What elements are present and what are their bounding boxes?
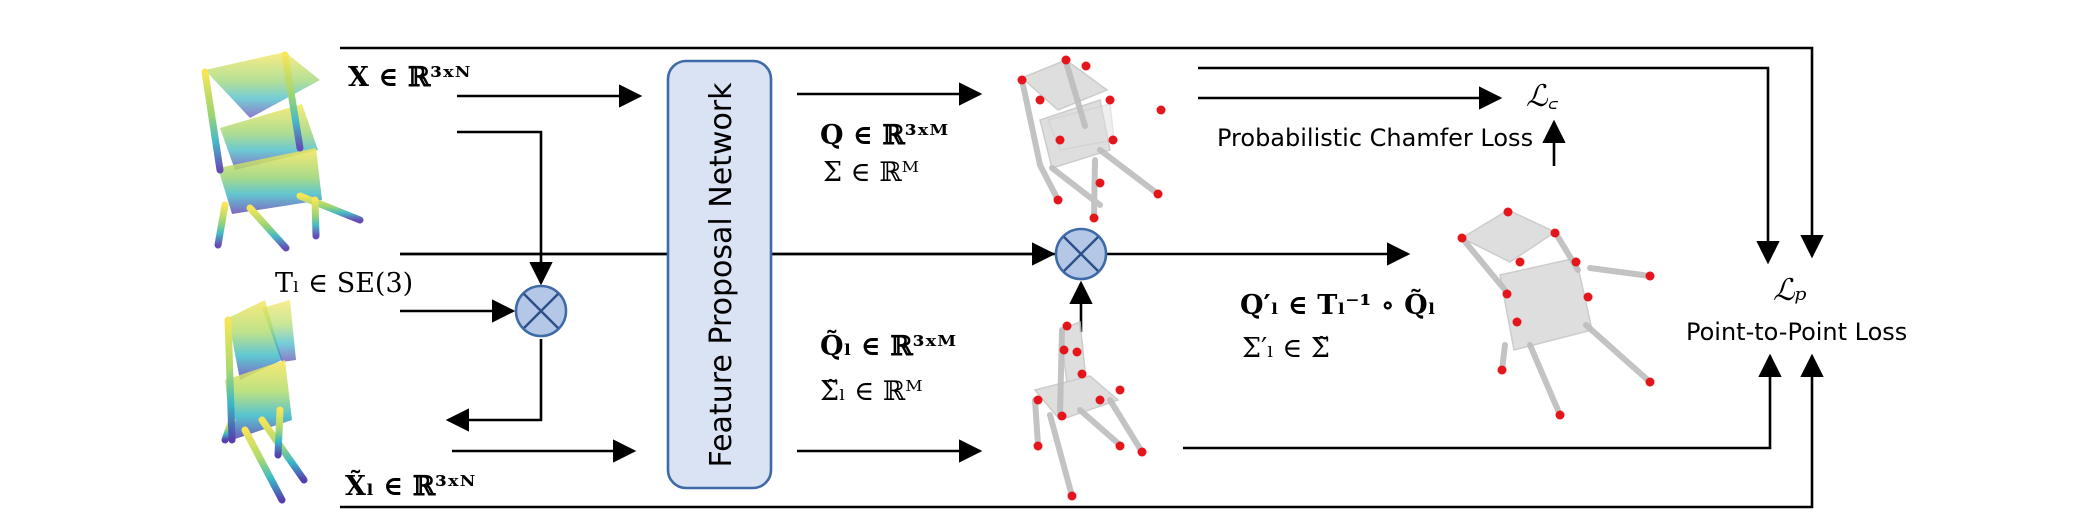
- keypoint-cloud-q: [1017, 55, 1166, 223]
- transformed-sigma-prime-label: Σ′ₗ ∈ Σ̃: [1242, 333, 1330, 364]
- connectors: [340, 46, 1824, 509]
- p2p-loss-symbol: ℒₚ: [1773, 273, 1807, 308]
- output-q-tilde-label: Q̃ₗ ∈ ℝ³ˣᴹ: [820, 329, 956, 362]
- chair-point-cloud-icon: [221, 300, 308, 504]
- keypoint-cloud-q-prime: [1457, 207, 1655, 420]
- input-x-label: X ∈ ℝ³ˣᴺ: [348, 62, 470, 93]
- input-x-tilde-label: X̃ₗ ∈ ℝ³ˣᴺ: [345, 469, 475, 502]
- multiply-node-output: [1054, 227, 1108, 281]
- qtilde-to-lp-line: [1183, 353, 1782, 450]
- network-label: Feature Proposal Network: [704, 82, 739, 468]
- q-to-lp-line: [1198, 66, 1780, 265]
- transformed-q-prime-label: Q′ₗ ∈ Tₗ⁻¹ ∘ Q̃ₗ: [1240, 288, 1436, 321]
- output-sigma-tilde-label: Σ̃ₗ ∈ ℝᴹ: [820, 376, 923, 407]
- keypoint-cloud-q-tilde: [1032, 320, 1147, 501]
- x-to-multiply-line: [457, 130, 553, 286]
- bottom-loop-line: [340, 353, 1824, 509]
- multiply-node-input: [514, 284, 568, 338]
- chair-point-cloud-icon: [201, 51, 364, 252]
- chamfer-loss-label: Probabilistic Chamfer Loss: [1217, 124, 1533, 152]
- output-q-label: Q ∈ ℝ³ˣᴹ: [820, 120, 948, 151]
- feature-proposal-network: Feature Proposal Network: [666, 59, 773, 490]
- top-loop-line: [340, 46, 1824, 259]
- chamfer-loss-symbol: ℒ꜀: [1526, 79, 1559, 114]
- transform-label: Tₗ ∈ SE(3): [275, 268, 413, 299]
- multiply-to-xtilde-arrow: [445, 339, 543, 432]
- labels: X ∈ ℝ³ˣᴺ Tₗ ∈ SE(3) X̃ₗ ∈ ℝ³ˣᴺ Q ∈ ℝ³ˣᴹ …: [275, 62, 1907, 502]
- output-sigma-label: Σ ∈ ℝᴹ: [823, 157, 919, 188]
- p2p-loss-label: Point-to-Point Loss: [1686, 318, 1907, 346]
